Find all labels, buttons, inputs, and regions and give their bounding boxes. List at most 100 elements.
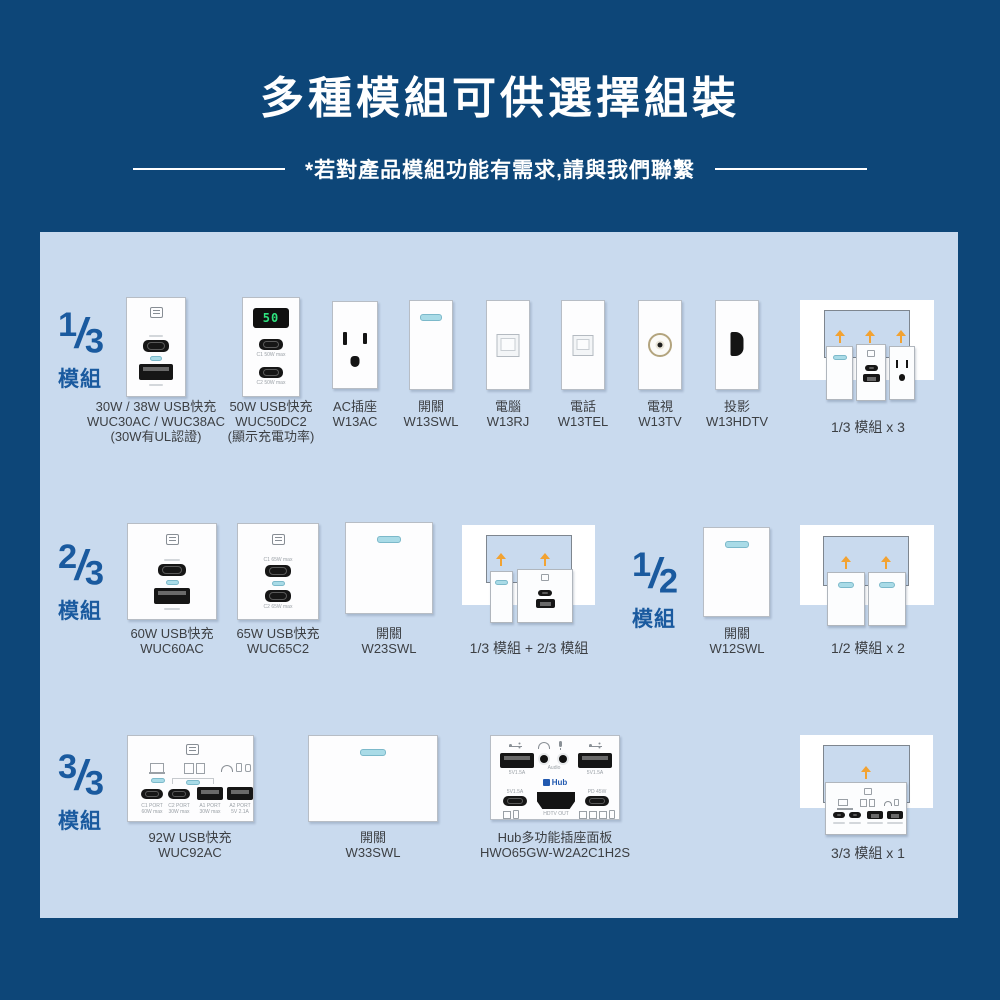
usb-c-port-right — [585, 796, 609, 806]
product-plate-w13swl — [409, 300, 453, 390]
usb-a-port — [154, 588, 190, 604]
ac-outlet-slot-right — [906, 360, 908, 368]
usb-c-port-2 — [265, 590, 291, 603]
usb-a-port-1 — [867, 811, 883, 819]
port-label-bar — [164, 559, 180, 561]
phone-icon — [236, 763, 242, 772]
product-plate-w13rj — [486, 300, 530, 390]
device-icons — [503, 810, 519, 819]
coax-connector-icon — [648, 333, 672, 357]
product-plate-w13tv — [638, 300, 682, 390]
product-plate-w13ac — [332, 301, 378, 389]
usb-icon — [509, 742, 522, 750]
combo-label: 3/3 模組 x 1 — [831, 845, 905, 861]
brand-logo-icon — [165, 534, 179, 545]
mini-switch-module — [826, 346, 853, 400]
charge-indicator — [150, 356, 162, 361]
usb-c-port-1 — [265, 565, 291, 578]
product-plate-w13tel — [561, 300, 605, 390]
hdmi-port-icon — [730, 332, 744, 356]
usb-c-port-2 — [849, 812, 861, 818]
charge-indicator — [271, 581, 285, 587]
up-arrow-icon — [864, 330, 876, 344]
switch-indicator — [724, 541, 749, 548]
brand-logo-icon — [867, 350, 875, 357]
port-bracket — [172, 778, 214, 784]
device-icons — [579, 810, 615, 819]
usb-a-port-2 — [227, 787, 253, 800]
switch-indicator — [838, 582, 854, 588]
section-label-one-half: 1/2 模組 — [632, 548, 718, 633]
hdmi-port — [537, 792, 575, 809]
ac-outlet-slot-left — [343, 332, 347, 345]
product-plate-w13hdtv — [715, 300, 759, 390]
product-plate-wuc60ac — [127, 523, 217, 620]
usb-c-port-1 — [141, 789, 163, 799]
section-label-two-thirds: 2/3 模組 — [58, 540, 144, 625]
device-icons — [884, 799, 899, 806]
up-arrow-icon — [840, 556, 852, 570]
audio-label: Audio — [547, 765, 561, 771]
product-plate-wuc30ac — [126, 297, 186, 397]
charge-indicator — [186, 780, 200, 785]
usb-c-port-1 — [259, 339, 283, 350]
up-arrow-icon — [539, 553, 551, 567]
monitor-icons — [184, 763, 205, 774]
audio-jack-left — [540, 755, 548, 763]
fraction-two-thirds: 2/3 — [58, 538, 104, 593]
port-label-bar — [149, 384, 163, 386]
switch-indicator — [879, 582, 895, 588]
ac-outlet-ground-hole — [350, 356, 360, 367]
port-label: 5V1.5A — [586, 770, 604, 776]
headphone-icon — [538, 742, 550, 749]
port-label: C2 50W max — [256, 380, 286, 387]
fraction-three-thirds: 3/3 — [58, 748, 104, 803]
usb-a-port — [139, 364, 173, 380]
port-label: C1 50W max — [256, 352, 286, 358]
ac-outlet-ground-hole — [899, 374, 905, 381]
usb-icon — [589, 742, 602, 750]
up-arrow-icon — [860, 766, 872, 780]
port-label: 5V1.5A — [508, 770, 526, 776]
divider-line-right — [715, 168, 867, 170]
combo-label: 1/2 模組 x 2 — [831, 640, 905, 656]
usb-c-port — [143, 340, 169, 352]
product-plate-hub: Audio 5V1.5A 5V1.5A Hub 5V1.5A PD 45W HD… — [490, 735, 620, 820]
mouse-icon — [245, 764, 251, 772]
rj45-jack-icon — [496, 334, 520, 357]
port-label: C2 65W max — [263, 604, 293, 611]
switch-indicator — [495, 580, 508, 585]
usb-c-port — [538, 590, 552, 596]
brand-logo-icon — [149, 307, 163, 318]
mini-switch-module — [827, 572, 865, 626]
port-label-bar — [849, 822, 861, 824]
switch-indicator — [420, 314, 442, 321]
fraction-one-half: 1/2 — [632, 546, 678, 601]
usb-a-port — [862, 374, 880, 382]
mini-switch-module — [490, 571, 513, 623]
usb-c-port-1 — [833, 812, 845, 818]
audio-jack-right — [559, 755, 567, 763]
usb-a-port-right — [578, 753, 612, 768]
combo-label: 1/3 模組 x 3 — [831, 419, 905, 435]
mini-switch-module — [868, 572, 906, 626]
up-arrow-icon — [495, 553, 507, 567]
usb-a-port-left — [500, 753, 534, 768]
switch-indicator — [832, 355, 847, 360]
page-subtitle: *若對產品模組功能有需求,請與我們聯繫 — [304, 159, 695, 182]
product-plate-w12swl — [703, 527, 770, 617]
charge-indicator — [165, 580, 179, 585]
hdmi-label: HDTV OUT — [543, 811, 569, 817]
mini-usb-module — [517, 569, 573, 623]
product-plate-wuc65c2: C1 65W max C2 65W max — [237, 523, 319, 620]
section-label-text: 模組 — [58, 367, 102, 391]
